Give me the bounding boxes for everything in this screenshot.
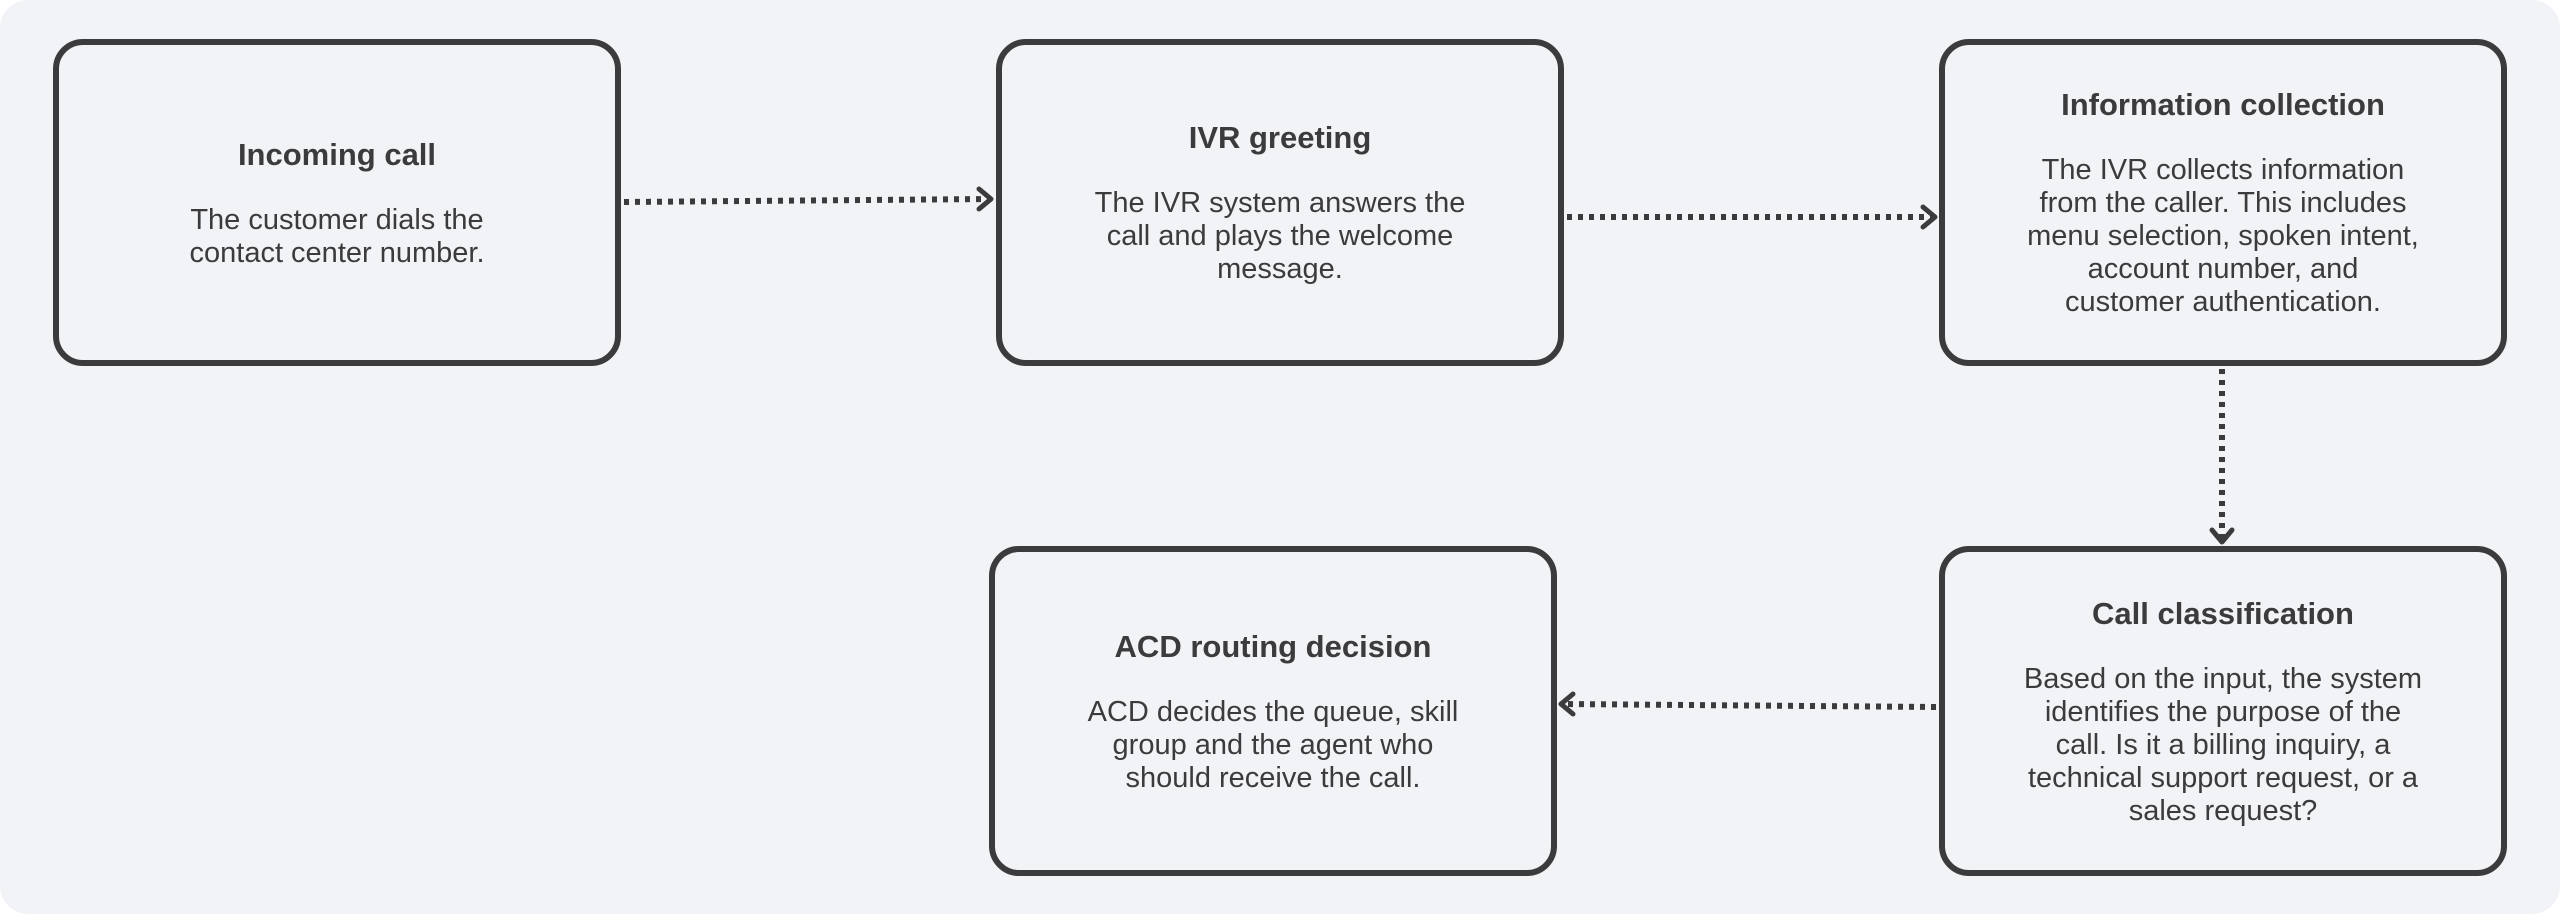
node-description: The IVR system answers the call and play… — [1094, 187, 1466, 285]
node-description: Based on the input, the system identifie… — [2023, 662, 2423, 827]
node-title: ACD routing decision — [1114, 628, 1432, 664]
arrowhead-classification-to-acd — [1558, 691, 1576, 717]
arrowhead-info-to-classification — [2209, 527, 2235, 545]
node-title: Call classification — [2092, 595, 2354, 631]
node-acd-routing-decision: ACD routing decision ACD decides the que… — [989, 546, 1557, 876]
arrowhead-incoming-to-ivr — [976, 186, 994, 212]
edge-incoming-to-ivr — [623, 196, 990, 205]
node-ivr-greeting: IVR greeting The IVR system answers the … — [996, 39, 1564, 366]
node-title: IVR greeting — [1188, 120, 1372, 155]
arrowhead-ivr-to-info — [1920, 204, 1938, 230]
node-title: Incoming call — [237, 136, 437, 172]
node-description: The customer dials the contact center nu… — [189, 203, 485, 269]
node-description: The IVR collects information from the ca… — [2027, 154, 2419, 318]
node-incoming-call: Incoming call The customer dials the con… — [53, 39, 621, 366]
node-information-collection: Information collection The IVR collects … — [1939, 39, 2507, 366]
node-title: Information collection — [2061, 87, 2385, 122]
node-call-classification: Call classification Based on the input, … — [1939, 546, 2507, 876]
node-description: ACD decides the queue, skill group and t… — [1087, 695, 1459, 794]
edge-classification-to-acd — [1562, 701, 1937, 710]
